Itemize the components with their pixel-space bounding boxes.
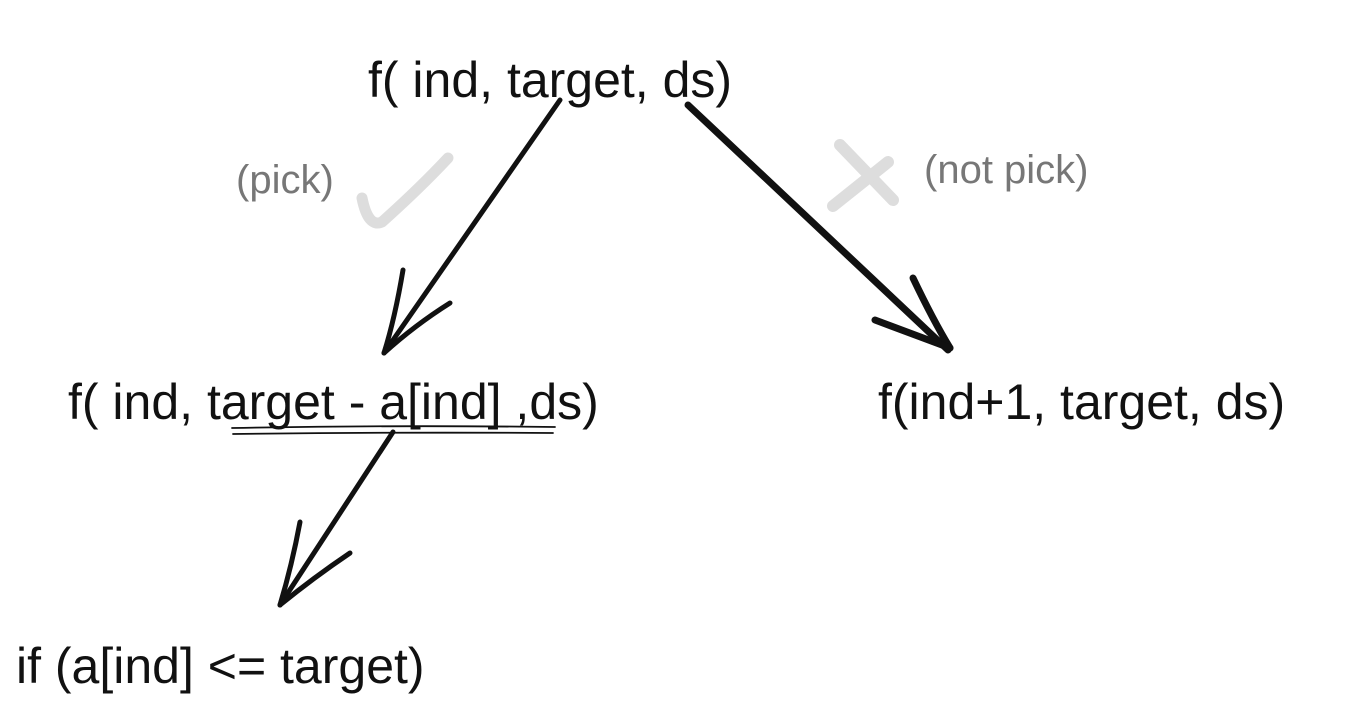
pick-condition: if (a[ind] <= target) — [16, 638, 425, 694]
cross-icon — [827, 139, 899, 212]
not-pick-label: (not pick) — [924, 148, 1089, 192]
pick-arrow — [381, 97, 563, 356]
not-pick-call: f(ind+1, target, ds) — [878, 374, 1286, 430]
root-call: f( ind, target, ds) — [368, 52, 733, 108]
pick-call: f( ind, target - a[ind] ,ds) — [68, 374, 599, 430]
check-icon — [356, 152, 454, 229]
not-pick-arrow — [684, 101, 954, 354]
pick-label: (pick) — [236, 158, 334, 202]
condition-arrow — [277, 429, 396, 608]
